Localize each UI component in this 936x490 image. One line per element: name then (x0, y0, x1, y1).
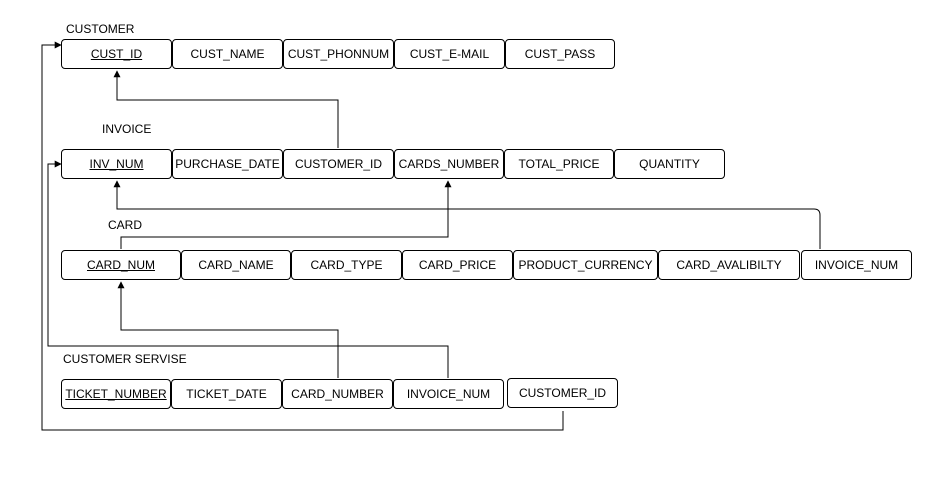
column-cust-email: CUST_E-MAIL (394, 39, 505, 69)
column-customer-id: CUSTOMER_ID (283, 149, 394, 179)
column-card-name: CARD_NAME (181, 250, 291, 280)
column-cust-pass: CUST_PASS (505, 39, 615, 69)
table-label-customer: CUSTOMER (66, 22, 135, 36)
link-service-customer (41, 41, 564, 431)
column-service-customer-id: CUSTOMER_ID (507, 378, 618, 408)
column-card-price: CARD_PRICE (402, 250, 513, 280)
link-card-invoice-cardsnumber (120, 180, 452, 249)
column-ticket-date: TICKET_DATE (171, 379, 282, 409)
column-ticket-number: TICKET_NUMBER (61, 379, 171, 409)
column-card-avalibilty: CARD_AVALIBILTY (658, 250, 800, 280)
column-invoice-num: INVOICE_NUM (801, 250, 912, 280)
column-service-invoice-num: INVOICE_NUM (393, 379, 504, 409)
table-label-customer-servise: CUSTOMER SERVISE (63, 352, 187, 366)
column-purchase-date: PURCHASE_DATE (172, 149, 283, 179)
column-cust-id: CUST_ID (61, 39, 172, 69)
column-card-num: CARD_NUM (61, 250, 181, 280)
column-cust-phonnum: CUST_PHONNUM (283, 39, 394, 69)
column-inv-num: INV_NUM (61, 149, 172, 179)
column-cust-name: CUST_NAME (172, 39, 283, 69)
column-product-currency: PRODUCT_CURRENCY (513, 250, 658, 280)
column-quantity: QUANTITY (614, 149, 725, 179)
link-card-invoice-invnum (113, 180, 821, 249)
column-cards-number: CARDS_NUMBER (394, 149, 504, 179)
column-card-type: CARD_TYPE (291, 250, 402, 280)
table-label-invoice: INVOICE (102, 122, 152, 136)
column-total-price: TOTAL_PRICE (504, 149, 614, 179)
column-card-number: CARD_NUMBER (282, 379, 393, 409)
table-label-card: CARD (108, 218, 143, 232)
link-invoice-customer (113, 70, 339, 148)
